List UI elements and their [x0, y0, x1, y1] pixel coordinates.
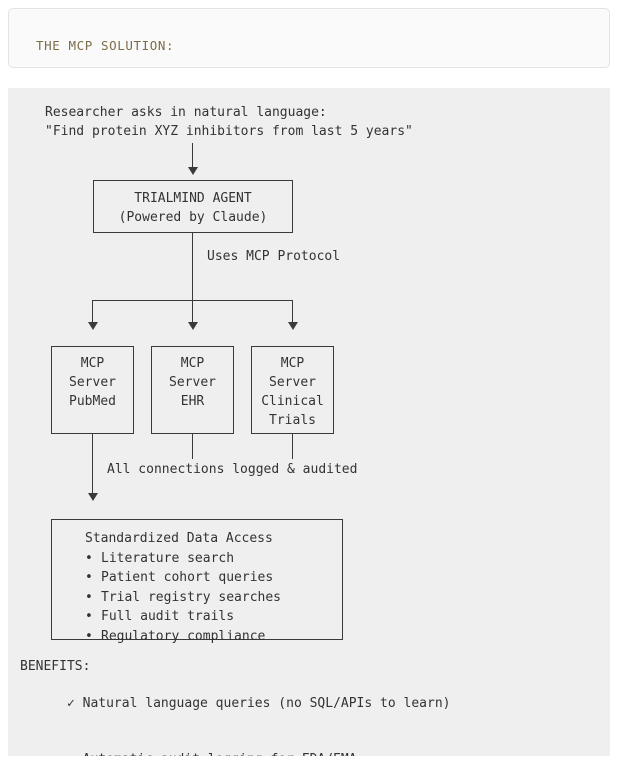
- server-box-ehr-line-3: EHR: [180, 394, 205, 409]
- server-box-pubmed-line-2: Server: [69, 375, 116, 390]
- data-access-bullet-0-label: Literature search: [101, 550, 235, 566]
- server-box-ehr-line-1: MCP: [180, 356, 205, 371]
- server-box-clinical-trials-line-2: Server: [269, 375, 316, 390]
- server-box-pubmed-line-3: PubMed: [69, 394, 116, 409]
- server-box-ehr: MCP Server EHR: [151, 346, 234, 434]
- server-box-pubmed-line-1: MCP: [80, 356, 105, 371]
- data-access-title: Standardized Data Access: [85, 531, 273, 546]
- data-access-bullet-4-glyph: •: [85, 628, 93, 644]
- connector-server-3-down: [292, 434, 293, 459]
- audit-label: All connections logged & audited: [107, 462, 358, 477]
- connector-server-1-down: [92, 434, 93, 494]
- agent-box-line-2: (Powered by Claude): [118, 210, 268, 225]
- connector-agent-to-bus: [192, 233, 193, 300]
- data-access-bullet-2-label: Trial registry searches: [101, 589, 282, 605]
- data-access-bullet-1-label: Patient cohort queries: [101, 570, 274, 585]
- benefit-label-1: Automatic audit logging for FDA/EMA: [83, 752, 357, 756]
- server-box-clinical-trials-line-3: Clinical: [261, 394, 324, 409]
- data-access-bullet-2-glyph: •: [85, 589, 93, 605]
- connector-bus-to-server-2: [192, 300, 193, 323]
- arrow-servers-to-access: [88, 493, 98, 501]
- page-title: THE MCP SOLUTION:: [36, 38, 175, 53]
- benefit-item-0: ✓ Natural language queries (no SQL/APIs …: [20, 677, 451, 733]
- agent-box-line-1: TRIALMIND AGENT: [134, 191, 252, 206]
- connector-bus-to-server-3: [292, 300, 293, 323]
- agent-box: TRIALMIND AGENT (Powered by Claude): [93, 180, 293, 233]
- data-access-bullet-0-glyph: •: [85, 550, 93, 566]
- connector-server-2-down: [192, 434, 193, 459]
- benefit-label-0: Natural language queries (no SQL/APIs to…: [82, 696, 451, 712]
- header-banner: THE MCP SOLUTION:: [8, 8, 610, 68]
- intro-line-1: Researcher asks in natural language:: [45, 105, 327, 120]
- data-access-bullet-4-label: Regulatory compliance: [101, 628, 266, 644]
- server-box-clinical-trials-line-1: MCP: [280, 356, 305, 371]
- protocol-label: Uses MCP Protocol: [207, 249, 341, 264]
- server-box-pubmed: MCP Server PubMed: [51, 346, 134, 434]
- flowchart-canvas: Researcher asks in natural language: "Fi…: [8, 88, 610, 756]
- arrow-bus-to-server-3: [288, 322, 298, 330]
- benefit-check-icon-0: ✓: [66, 696, 83, 712]
- intro-line-2: "Find protein XYZ inhibitors from last 5…: [45, 124, 413, 139]
- benefit-check-icon-1: ✓: [67, 752, 83, 756]
- arrow-bus-to-server-1: [88, 322, 98, 330]
- data-access-bullet-3-glyph: •: [85, 609, 93, 624]
- server-box-clinical-trials: MCP Server Clinical Trials: [251, 346, 334, 434]
- server-box-ehr-line-2: Server: [169, 375, 216, 390]
- server-box-clinical-trials-line-4: Trials: [269, 413, 316, 428]
- data-access-bullet-3-label: Full audit trails: [101, 609, 235, 624]
- data-access-box: Standardized Data Access • Literature se…: [51, 519, 343, 644]
- connector-intro-to-agent: [192, 143, 193, 168]
- benefits-block: BENEFITS: ✓ Natural language queries (no…: [20, 658, 450, 756]
- arrow-bus-to-server-2: [188, 322, 198, 330]
- arrow-intro-to-agent: [188, 167, 198, 175]
- benefits-heading: BENEFITS:: [20, 659, 91, 674]
- connector-bus-to-server-1: [92, 300, 93, 323]
- benefit-item-1: ✓ Automatic audit logging for FDA/EMA: [20, 732, 450, 756]
- data-access-bullet-1-glyph: •: [85, 570, 93, 585]
